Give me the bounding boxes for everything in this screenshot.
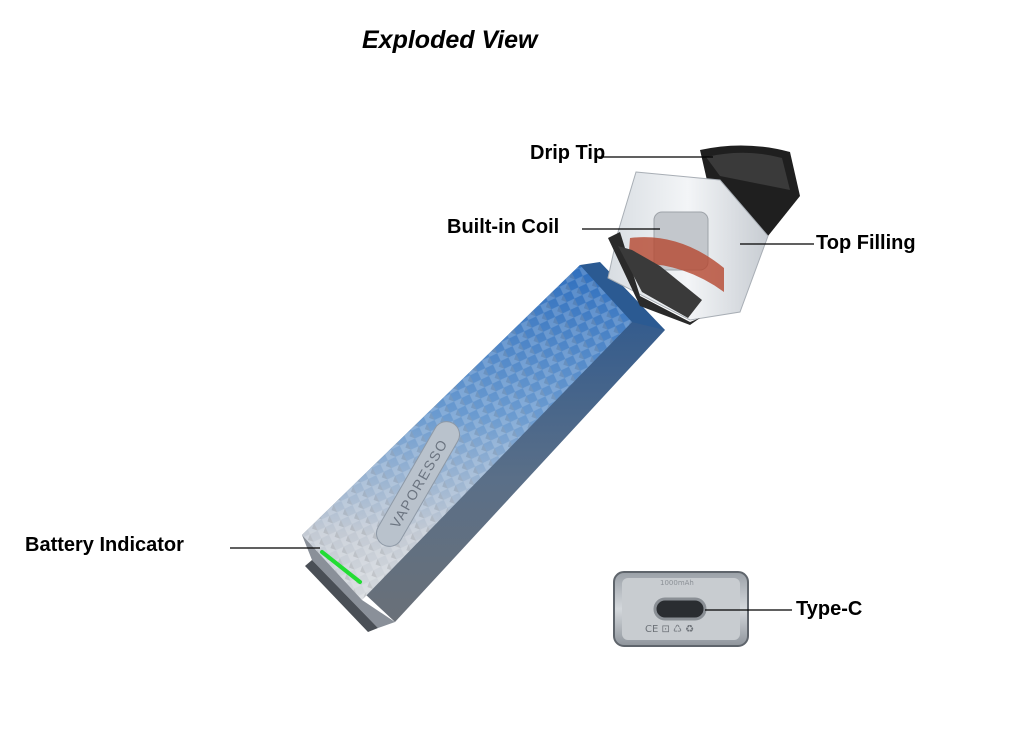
usb-c-port <box>653 597 707 621</box>
battery-indicator-led <box>320 550 362 584</box>
label-battery-indicator: Battery Indicator <box>25 534 184 556</box>
svg-text:CE ⊡ ♺ ♻: CE ⊡ ♺ ♻ <box>645 624 694 635</box>
brand-plate <box>376 421 460 547</box>
svg-text:1000mAh: 1000mAh <box>660 579 694 587</box>
label-top-filling: Top Filling <box>816 232 916 254</box>
label-drip-tip: Drip Tip <box>530 142 606 164</box>
pod-cartridge <box>607 145 800 325</box>
label-type-c: Type-C <box>796 598 863 620</box>
page-title: Exploded View <box>362 26 538 54</box>
battery-body <box>302 262 665 632</box>
type-c-closeup: CE ⊡ ♺ ♻ 1000mAh <box>613 571 749 647</box>
label-built-in-coil: Built-in Coil <box>447 216 560 238</box>
